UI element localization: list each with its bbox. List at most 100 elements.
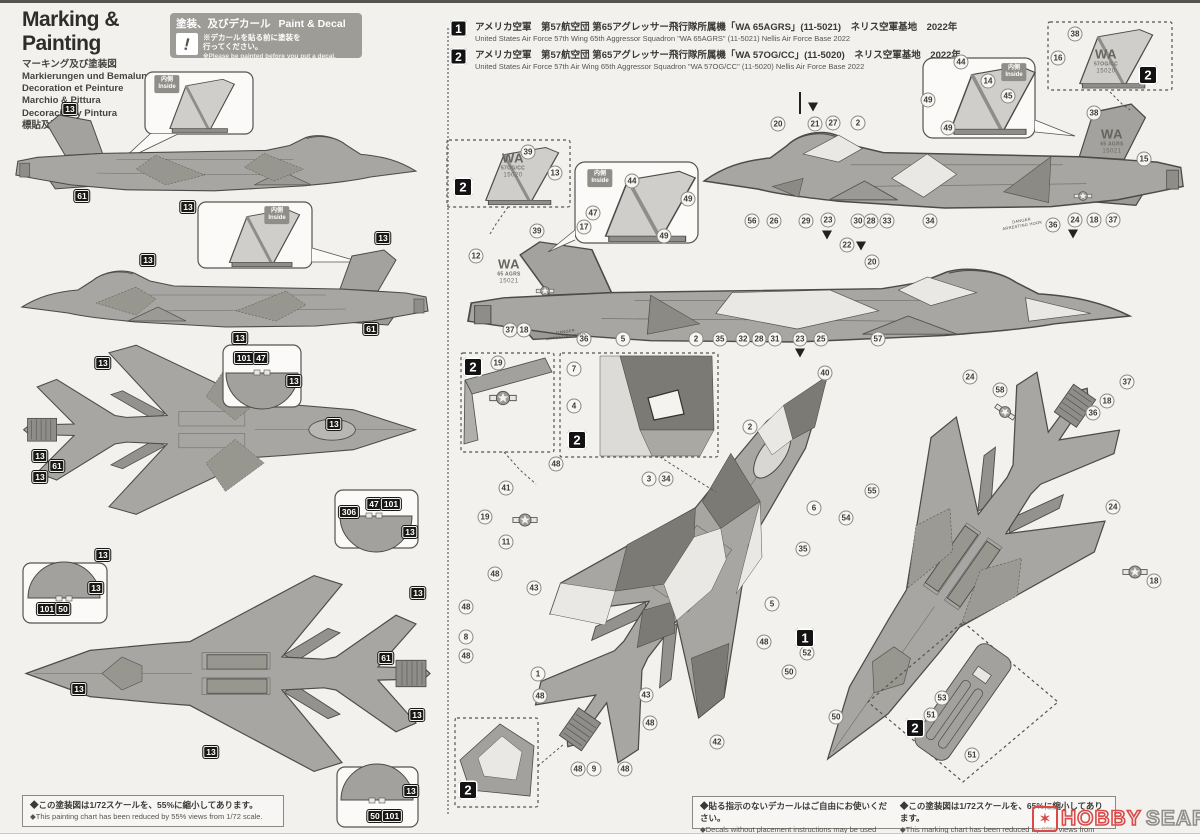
callout-circle-36: 36 (1045, 217, 1061, 233)
warning-triangle-icon (856, 241, 866, 251)
variant-header: 1 アメリカ空軍 第57航空団 第65アグレッサー飛行隊所属機「WA 65AGR… (450, 19, 1090, 75)
tail-wa: WA (1095, 46, 1117, 62)
callout-circle-28: 28 (863, 213, 879, 229)
callout-circle-24: 24 (1067, 212, 1083, 228)
tail-num: 15020 (1096, 68, 1116, 75)
variant-marker-2: 2 (453, 177, 473, 197)
callout-square-61: 61 (363, 323, 379, 335)
callout-square-13: 13 (232, 332, 248, 344)
callout-circle-50: 50 (828, 709, 844, 725)
callout-circle-17: 17 (576, 219, 592, 235)
callout-circle-45: 45 (1000, 88, 1016, 104)
callout-square-13: 13 (32, 471, 48, 483)
callout-circle-39: 39 (529, 223, 545, 239)
callout-circle-14: 14 (980, 73, 996, 89)
callout-circle-28: 28 (751, 331, 767, 347)
variant-2-en: United States Air Force 57th Air Wing 65… (475, 62, 865, 71)
tail-sqn: 57OG/CC (1093, 61, 1119, 68)
callout-circle-7: 7 (566, 361, 582, 377)
callout-circle-22: 22 (839, 237, 855, 253)
callout-square-13: 13 (403, 785, 419, 797)
callout-circle-23: 23 (792, 331, 808, 347)
callout-circle-34: 34 (658, 471, 674, 487)
callout-circle-38: 38 (1086, 105, 1102, 121)
inside-label: 内側 Inside (264, 206, 290, 224)
variant-1-row: 1 アメリカ空軍 第57航空団 第65アグレッサー飛行隊所属機「WA 65AGR… (450, 19, 1090, 43)
callout-circle-4: 4 (566, 398, 582, 414)
warning-triangle-icon (1068, 229, 1078, 239)
callout-circle-15: 15 (1136, 151, 1152, 167)
variant-1-en: United States Air Force 57th Wing 65th A… (475, 34, 851, 43)
variant-marker-2: 2 (567, 430, 587, 450)
callout-circle-20: 20 (770, 116, 786, 132)
callout-square-13: 13 (71, 683, 87, 695)
callout-square-13: 13 (402, 526, 418, 538)
callout-circle-11: 11 (498, 534, 514, 550)
callout-circle-2: 2 (742, 419, 758, 435)
callout-square-50: 50 (367, 810, 383, 822)
callout-square-13: 13 (409, 709, 425, 721)
callout-circle-36: 36 (1085, 405, 1101, 421)
callout-circle-44: 44 (624, 173, 640, 189)
warning-triangle-icon (808, 102, 818, 112)
callout-circle-8: 8 (458, 629, 474, 645)
callout-circle-27: 27 (825, 115, 841, 131)
callout-circle-41: 41 (498, 480, 514, 496)
callout-circle-37: 37 (1105, 212, 1121, 228)
callout-square-101: 101 (380, 498, 402, 510)
variant-marker-2: 2 (1138, 65, 1158, 85)
callout-circle-48: 48 (458, 648, 474, 664)
callout-circle-43: 43 (638, 687, 654, 703)
callout-circle-24: 24 (962, 369, 978, 385)
diagram-variant1-bottom-view (745, 330, 1170, 817)
callout-square-13: 13 (410, 587, 426, 599)
tail-wa: WA (502, 150, 524, 166)
tail-sqn: 57OG/CC (500, 165, 526, 172)
watermark-hobby: HOBBY (1060, 806, 1142, 831)
callout-circle-2: 2 (850, 115, 866, 131)
callout-circle-18: 18 (516, 322, 532, 338)
callout-square-13: 13 (180, 201, 196, 213)
callout-circle-48: 48 (487, 566, 503, 582)
callout-circle-48: 48 (548, 456, 564, 472)
callout-circle-20: 20 (864, 254, 880, 270)
variant-marker-2: 2 (905, 718, 925, 738)
warning-triangle-icon (795, 348, 805, 358)
scale-note-right-jp: ◆この塗装図は1/72スケールを、65%に縮小してあります。 (899, 801, 1103, 823)
callout-circle-57: 57 (870, 331, 886, 347)
title-translation-line: Markierungen und Bemalung (22, 71, 153, 83)
callout-circle-37: 37 (1119, 374, 1135, 390)
callout-circle-18: 18 (1099, 393, 1115, 409)
scan-edge-bottom (0, 833, 1200, 840)
callout-circle-48: 48 (617, 761, 633, 777)
callout-circle-40: 40 (817, 365, 833, 381)
variant-marker-2: 2 (463, 357, 483, 377)
callout-square-13: 13 (326, 418, 342, 430)
callout-circle-6: 6 (806, 500, 822, 516)
tail-num: 15021 (499, 278, 519, 285)
callout-circle-43: 43 (526, 580, 542, 596)
paint-decal-title-jp: 塗装、及びデカール (176, 18, 271, 30)
callout-circle-58: 58 (992, 382, 1008, 398)
title-translation-line: Decoration et Peinture (22, 83, 124, 95)
variant-marker-1: 1 (795, 628, 815, 648)
callout-circle-47: 47 (585, 205, 601, 221)
callout-circle-23: 23 (820, 212, 836, 228)
callout-circle-1: 1 (530, 666, 546, 682)
variant-marker-2: 2 (458, 780, 478, 800)
callout-circle-32: 32 (735, 331, 751, 347)
callout-square-61: 61 (49, 460, 65, 472)
scale-note-left: ◆この塗装図は1/72スケールを、55%に縮小してあります。 ◆This pai… (22, 795, 284, 827)
callout-square-13: 13 (88, 582, 104, 594)
inside-label: 内側 Inside (1001, 63, 1027, 81)
callout-square-13: 13 (32, 450, 48, 462)
callout-circle-18: 18 (1086, 212, 1102, 228)
callout-circle-49: 49 (680, 191, 696, 207)
page-title: Marking & Painting (22, 8, 120, 55)
callout-circle-24: 24 (1105, 499, 1121, 515)
callout-circle-26: 26 (766, 213, 782, 229)
callout-square-101: 101 (233, 352, 255, 364)
